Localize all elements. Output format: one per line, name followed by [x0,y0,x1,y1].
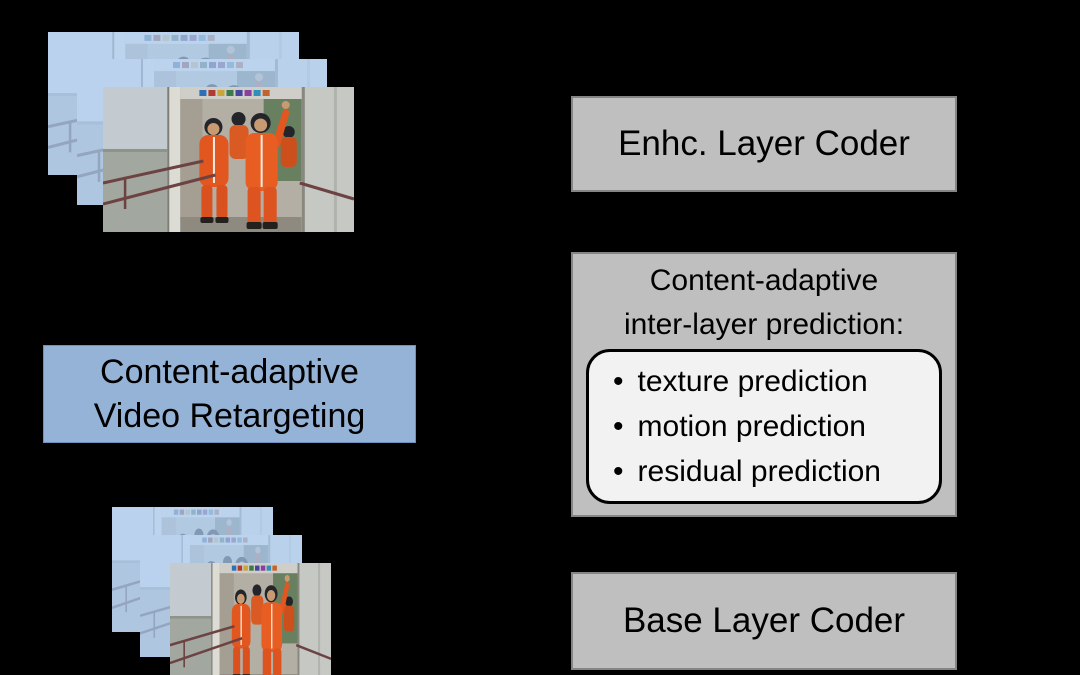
bullet-item-residual: • residual prediction [613,449,939,494]
prediction-box-title: Content-adaptive inter-layer prediction: [573,259,955,347]
base-layer-coder-label: Base Layer Coder [622,601,906,640]
bullet-icon: • [613,455,624,488]
crew-scene-image [170,563,331,675]
enhancement-layer-coder-label: Enhc. Layer Coder [618,124,910,163]
bullet-icon: • [613,365,624,398]
video-retargeting-box: Content-adaptive Video Retargeting [43,345,416,443]
base-layer-coder-box: Base Layer Coder [571,572,957,670]
bullet-icon: • [613,410,624,443]
prediction-title-line1: Content-adaptive [649,264,879,297]
inter-layer-prediction-box: Content-adaptive inter-layer prediction:… [571,252,957,517]
bullet-item-texture: • texture prediction [613,359,939,404]
prediction-methods-panel: • texture prediction • motion prediction… [586,349,942,504]
retargeted-video-frame-front [170,563,331,675]
prediction-title-line2: inter-layer prediction: [623,308,905,341]
enhancement-layer-coder-box: Enhc. Layer Coder [571,96,957,192]
bullet-item-label: residual prediction [637,455,881,488]
retargeting-box-line1: Content-adaptive [100,353,359,391]
retargeting-box-line2: Video Retargeting [93,397,366,435]
source-video-frame-front [103,87,354,232]
bullet-item-label: motion prediction [637,410,866,443]
bullet-item-label: texture prediction [637,365,868,398]
crew-scene-image [103,87,354,232]
bullet-item-motion: • motion prediction [613,404,939,449]
